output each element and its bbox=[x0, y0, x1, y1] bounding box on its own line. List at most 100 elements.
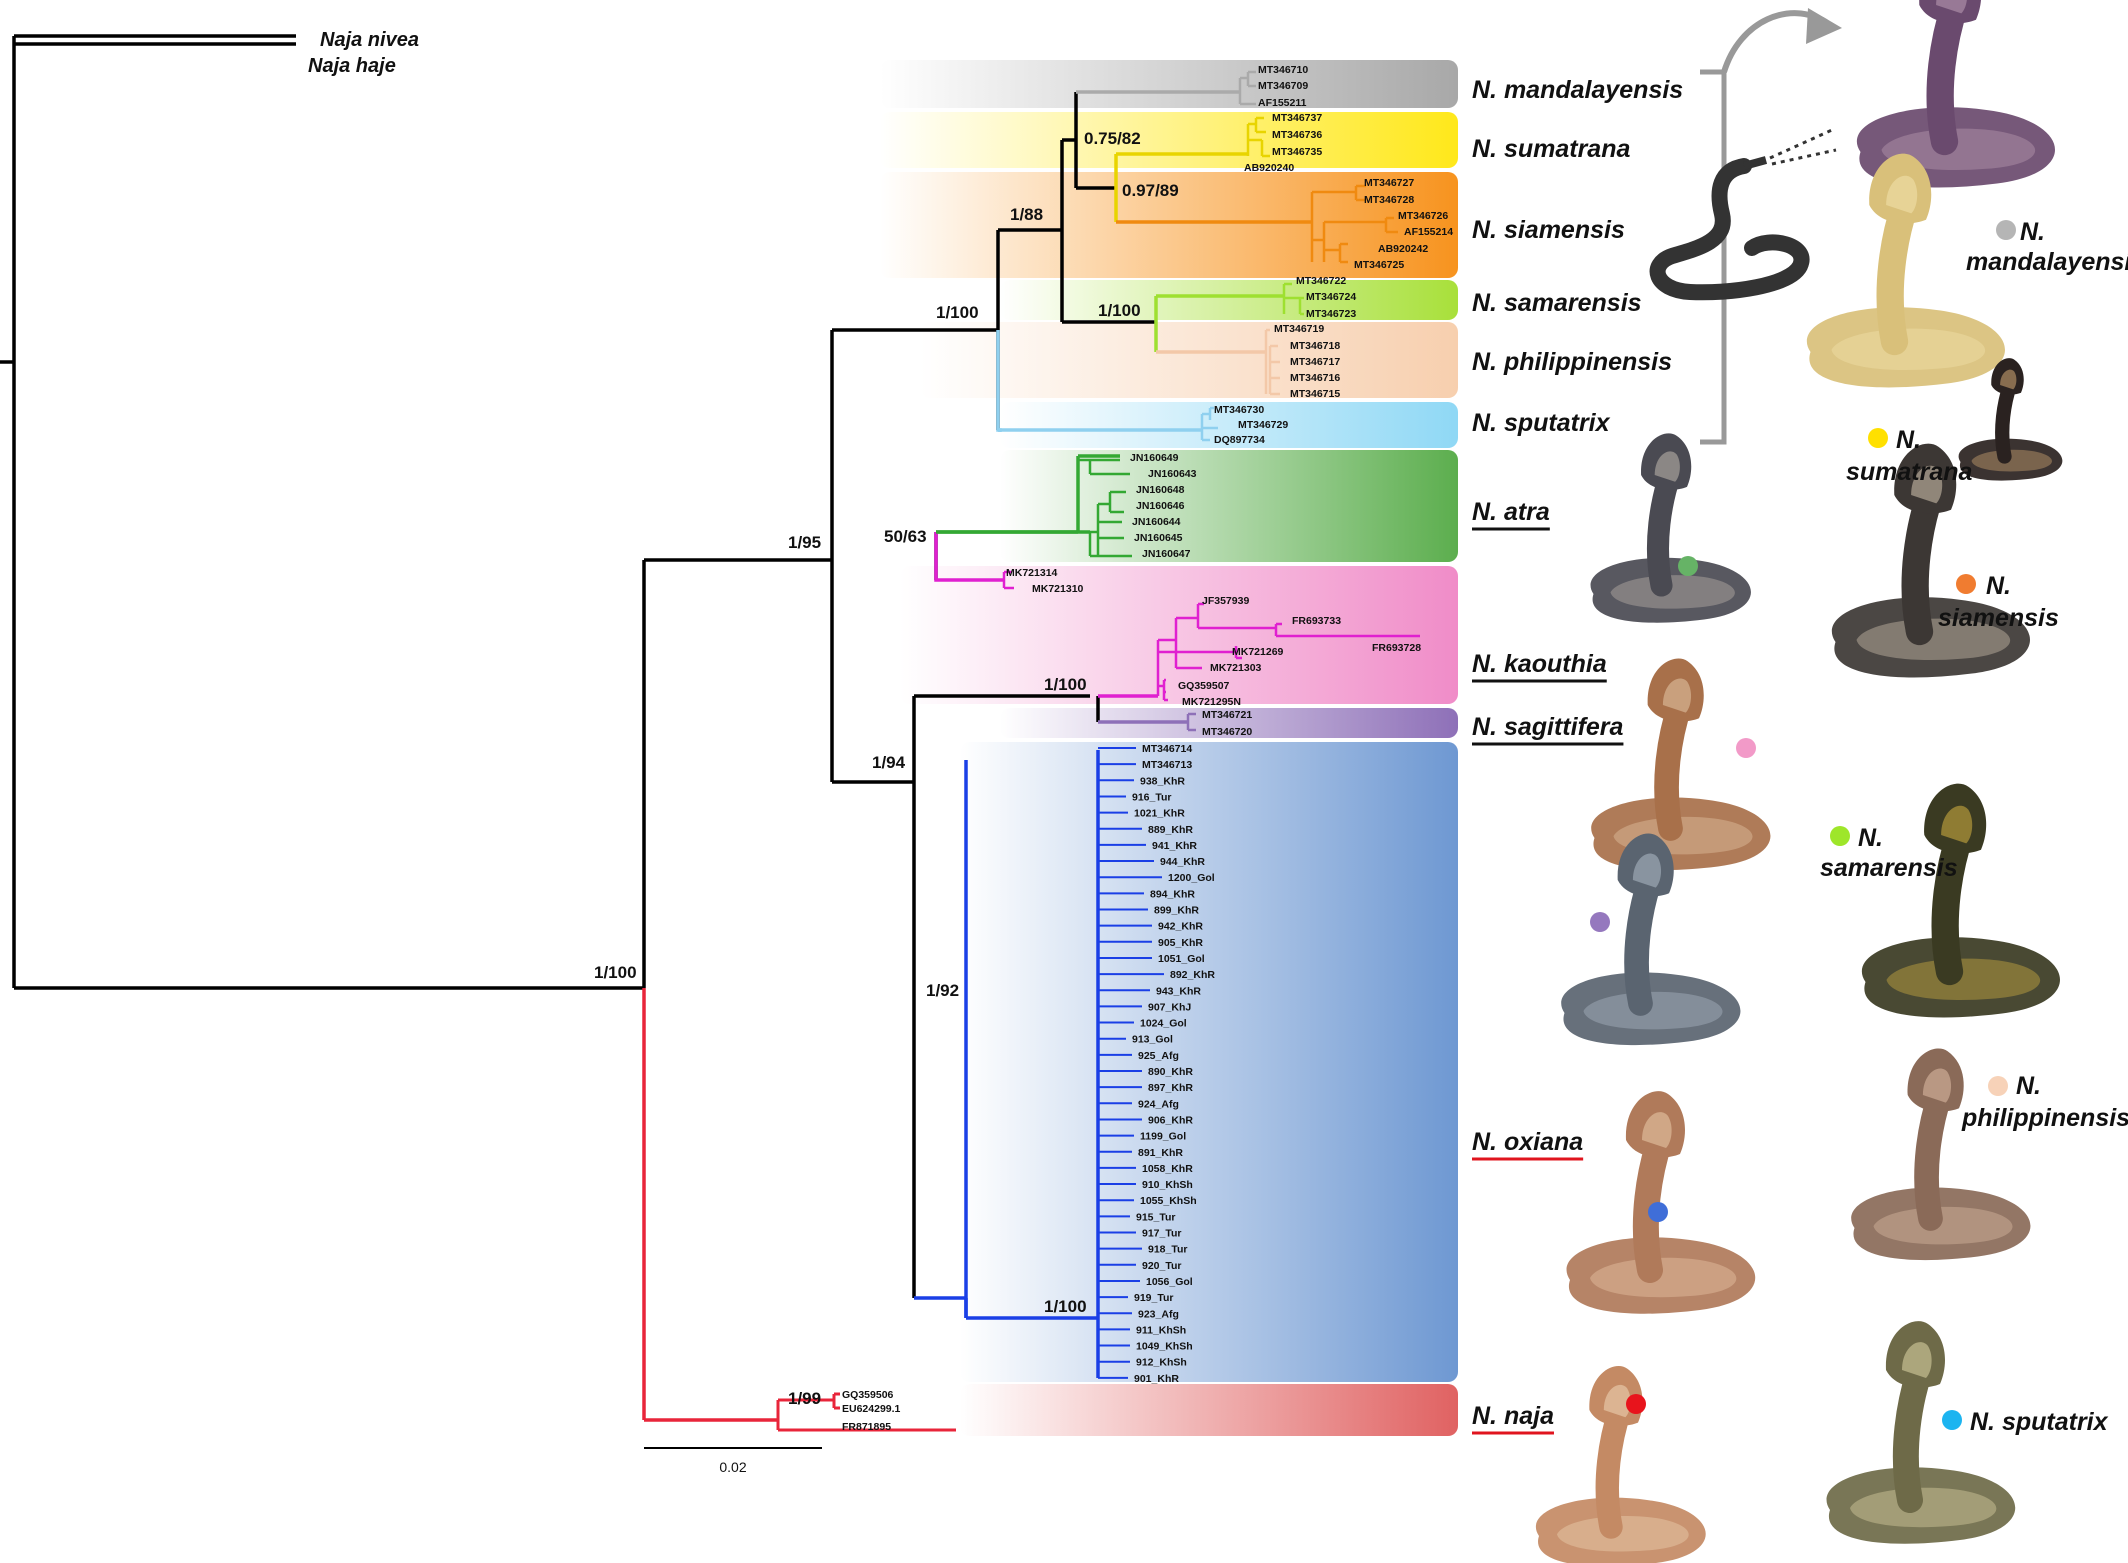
photo-kaouthia bbox=[1591, 658, 1771, 871]
tip-label: 941_KhR bbox=[1152, 840, 1197, 852]
photo-label-philippinensis: N. bbox=[2016, 1072, 2041, 1100]
spitting-cobra-icon bbox=[1649, 158, 1810, 301]
tip-label: FR693728 bbox=[1372, 642, 1421, 654]
tip-label: MT346735 bbox=[1272, 146, 1322, 158]
support-value: 1/94 bbox=[872, 753, 906, 772]
tip-label: 944_KhR bbox=[1160, 856, 1205, 868]
tip-label: 1200_Gol bbox=[1168, 872, 1215, 884]
tip-label: MK721310 bbox=[1032, 583, 1084, 595]
tip-label: MT346728 bbox=[1364, 194, 1414, 206]
tip-label: 942_KhR bbox=[1158, 921, 1203, 933]
spitting-bracket bbox=[1649, 8, 1842, 445]
tip-label: 917_Tur bbox=[1142, 1228, 1182, 1240]
tip-label: MT346715 bbox=[1290, 388, 1340, 400]
support-value: 1/100 bbox=[1044, 1297, 1087, 1316]
tip-label: 1024_Gol bbox=[1140, 1018, 1187, 1030]
tip-label: 899_KhR bbox=[1154, 905, 1199, 917]
dot-naja bbox=[1626, 1394, 1646, 1414]
photo-label-siamensis: siamensis bbox=[1938, 604, 2059, 632]
tip-label: DQ897734 bbox=[1214, 434, 1265, 446]
tip-label: MT346713 bbox=[1142, 759, 1192, 771]
support-value: 1/92 bbox=[926, 981, 959, 1000]
tip-label: MT346714 bbox=[1142, 743, 1192, 755]
support-value: 1/100 bbox=[594, 963, 637, 982]
tip-label: GQ359507 bbox=[1178, 680, 1230, 692]
scale-bar: 0.02 bbox=[644, 1447, 822, 1475]
photo-atra bbox=[1590, 433, 1751, 623]
photo-label-philippinensis: philippinensis bbox=[1961, 1104, 2128, 1132]
band-siamensis bbox=[880, 172, 1458, 278]
support-value: 1/99 bbox=[788, 1389, 821, 1408]
tip-label: 1199_Gol bbox=[1140, 1131, 1186, 1143]
tip-label: JN160648 bbox=[1136, 484, 1185, 496]
photo-philippinensis bbox=[1851, 1048, 2031, 1261]
tip-label: JN160644 bbox=[1132, 516, 1181, 528]
photo-siamensis bbox=[1831, 443, 2030, 678]
tip-label: FR693733 bbox=[1292, 615, 1341, 627]
band-philippinensis bbox=[920, 322, 1458, 398]
tip-label: JN160645 bbox=[1134, 532, 1183, 544]
tip-label: MT346726 bbox=[1398, 210, 1448, 222]
clade-label-sputatrix: N. sputatrix bbox=[1472, 409, 1611, 437]
tip-label: 1058_KhR bbox=[1142, 1163, 1193, 1175]
tip-label: 910_KhSh bbox=[1142, 1179, 1193, 1191]
tip-label: JN160647 bbox=[1142, 548, 1191, 560]
tip-label: MT346723 bbox=[1306, 308, 1356, 320]
tip-label: 1051_Gol bbox=[1158, 953, 1205, 965]
tip-label: AF155214 bbox=[1404, 226, 1453, 238]
tip-label: 913_Gol bbox=[1132, 1034, 1173, 1046]
tip-label: 894_KhR bbox=[1150, 888, 1195, 900]
clade-label-samarensis: N. samarensis bbox=[1472, 289, 1642, 317]
cobra-photos: N.mandalayensisN.sumatranaN.siamensisN.s… bbox=[1536, 0, 2128, 1563]
outgroup-label: Naja haje bbox=[308, 55, 396, 77]
photo-label-samarensis: samarensis bbox=[1820, 854, 1958, 882]
tip-label: MT346725 bbox=[1354, 259, 1404, 271]
tip-label: MT346724 bbox=[1306, 291, 1356, 303]
dot-sagittifera bbox=[1590, 912, 1610, 932]
tip-label: JN160649 bbox=[1130, 452, 1179, 464]
tip-label: MT346722 bbox=[1296, 275, 1346, 287]
clade-label-sagittifera: N. sagittifera bbox=[1472, 713, 1624, 741]
tip-label: MT346709 bbox=[1258, 80, 1308, 92]
band-samarensis bbox=[1000, 280, 1458, 320]
band-sumatrana bbox=[880, 112, 1458, 168]
tip-label: 1049_KhSh bbox=[1136, 1341, 1193, 1353]
tip-label: AB920242 bbox=[1378, 243, 1428, 255]
band-kaouthia bbox=[900, 566, 1458, 704]
dot-oxiana bbox=[1648, 1202, 1668, 1222]
outgroup-label: Naja nivea bbox=[320, 29, 419, 51]
tip-label: AB920240 bbox=[1244, 162, 1294, 174]
tip-label: MT346720 bbox=[1202, 726, 1252, 738]
dot-sumatrana bbox=[1868, 428, 1888, 448]
kaouthia-tips bbox=[1156, 602, 1420, 702]
atra-tips bbox=[1076, 458, 1132, 558]
branch-outgroup bbox=[0, 34, 296, 988]
tip-label: 907_KhJ bbox=[1148, 1001, 1191, 1013]
venom-spray-icon bbox=[1769, 128, 1837, 166]
photo-label-sumatrana: sumatrana bbox=[1846, 458, 1973, 486]
tip-label: AF155211 bbox=[1258, 97, 1307, 109]
tip-label: 924_Afg bbox=[1138, 1098, 1179, 1110]
scale-bar-label: 0.02 bbox=[719, 1459, 746, 1475]
clade-bands bbox=[880, 60, 1458, 1436]
photo-label-sputatrix: N. sputatrix bbox=[1970, 1408, 2109, 1436]
tip-label: 889_KhR bbox=[1148, 824, 1193, 836]
clade-label-sumatrana: N. sumatrana bbox=[1472, 135, 1630, 163]
tip-label: 916_Tur bbox=[1132, 791, 1172, 803]
photo-label-sumatrana: N. bbox=[1896, 426, 1921, 454]
tip-label: MT346729 bbox=[1238, 419, 1288, 431]
tip-label: 901_KhR bbox=[1134, 1373, 1179, 1385]
photo-label-mandalayensis: N. bbox=[2020, 218, 2045, 246]
branch-atra bbox=[936, 454, 1120, 534]
naja-tips bbox=[776, 1392, 956, 1432]
tip-label: 892_KhR bbox=[1170, 969, 1215, 981]
dot-atra bbox=[1678, 556, 1698, 576]
dot-sputatrix bbox=[1942, 1410, 1962, 1430]
dot-samarensis bbox=[1830, 826, 1850, 846]
photo-oxiana bbox=[1566, 1091, 1756, 1314]
band-mandalayensis bbox=[880, 60, 1458, 108]
support-value: 1/88 bbox=[1010, 205, 1043, 224]
